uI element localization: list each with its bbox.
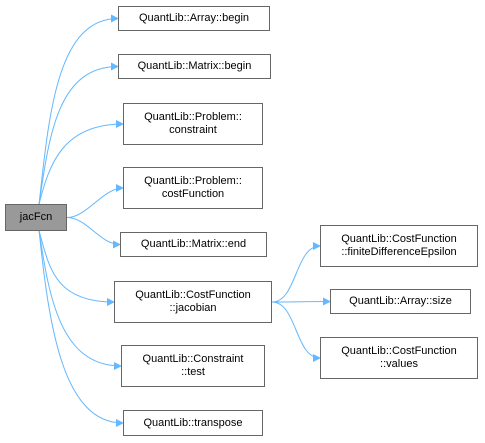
node-label: QuantLib::Matrix::end: [140, 238, 247, 250]
node-label-line1: QuantLib::CostFunction: [135, 289, 251, 301]
node-array-begin[interactable]: QuantLib::Array::begin: [118, 6, 270, 31]
node-matrix-end[interactable]: QuantLib::Matrix::end: [120, 232, 267, 257]
edge-root-to-array_begin: [38, 14, 119, 205]
node-label-line2: ::values: [380, 358, 418, 370]
node-costfunction-finitedifferenceepsilon[interactable]: QuantLib::CostFunction ::finiteDifferenc…: [320, 225, 478, 267]
node-label-line2: ::jacobian: [169, 302, 217, 314]
node-costfunction-jacobian[interactable]: QuantLib::CostFunction ::jacobian: [114, 281, 272, 323]
edge-costfunction_jacobian-to-array_size: [271, 297, 331, 306]
edge-root-to-costfunction_jacobian: [38, 230, 115, 306]
node-constraint-test[interactable]: QuantLib::Constraint ::test: [121, 345, 265, 387]
node-transpose[interactable]: QuantLib::transpose: [123, 410, 263, 436]
node-label-line1: QuantLib::CostFunction: [341, 345, 457, 357]
node-label-line2: ::test: [181, 366, 205, 378]
edge-root-to-transpose: [38, 230, 124, 427]
node-label-line2: constraint: [169, 124, 217, 136]
node-problem-constraint[interactable]: QuantLib::Problem:: constraint: [123, 103, 263, 145]
edge-root-to-constraint_test: [38, 230, 122, 370]
edge-costfunction_jacobian-to-costfunction_values: [271, 301, 321, 362]
node-label-line1: QuantLib::Constraint: [142, 353, 244, 365]
node-jacfcn: jacFcn: [5, 204, 67, 231]
node-label-line2: ::finiteDifferenceEpsilon: [341, 246, 457, 258]
edge-costfunction_jacobian-to-costfunction_fde: [271, 242, 321, 303]
node-label-line1: QuantLib::Problem::: [144, 175, 242, 187]
node-matrix-begin[interactable]: QuantLib::Matrix::begin: [118, 54, 271, 79]
node-costfunction-values[interactable]: QuantLib::CostFunction ::values: [320, 337, 478, 379]
edge-root-to-matrix_begin: [38, 62, 119, 205]
node-array-size[interactable]: QuantLib::Array::size: [330, 289, 471, 314]
node-label: QuantLib::Matrix::begin: [137, 60, 252, 72]
node-label: QuantLib::Array::begin: [138, 12, 250, 24]
node-label-line1: QuantLib::Problem::: [144, 111, 242, 123]
edge-root-to-problem_constraint: [38, 120, 124, 205]
edge-root-to-matrix_end: [66, 217, 121, 249]
node-label: QuantLib::Array::size: [349, 295, 452, 307]
node-label: QuantLib::transpose: [143, 416, 243, 429]
edge-root-to-problem_costfunction: [66, 184, 124, 218]
node-label-line1: QuantLib::CostFunction: [341, 233, 457, 245]
node-problem-costfunction[interactable]: QuantLib::Problem:: costFunction: [123, 167, 263, 209]
node-label: jacFcn: [19, 211, 53, 223]
node-label-line2: costFunction: [161, 188, 225, 200]
